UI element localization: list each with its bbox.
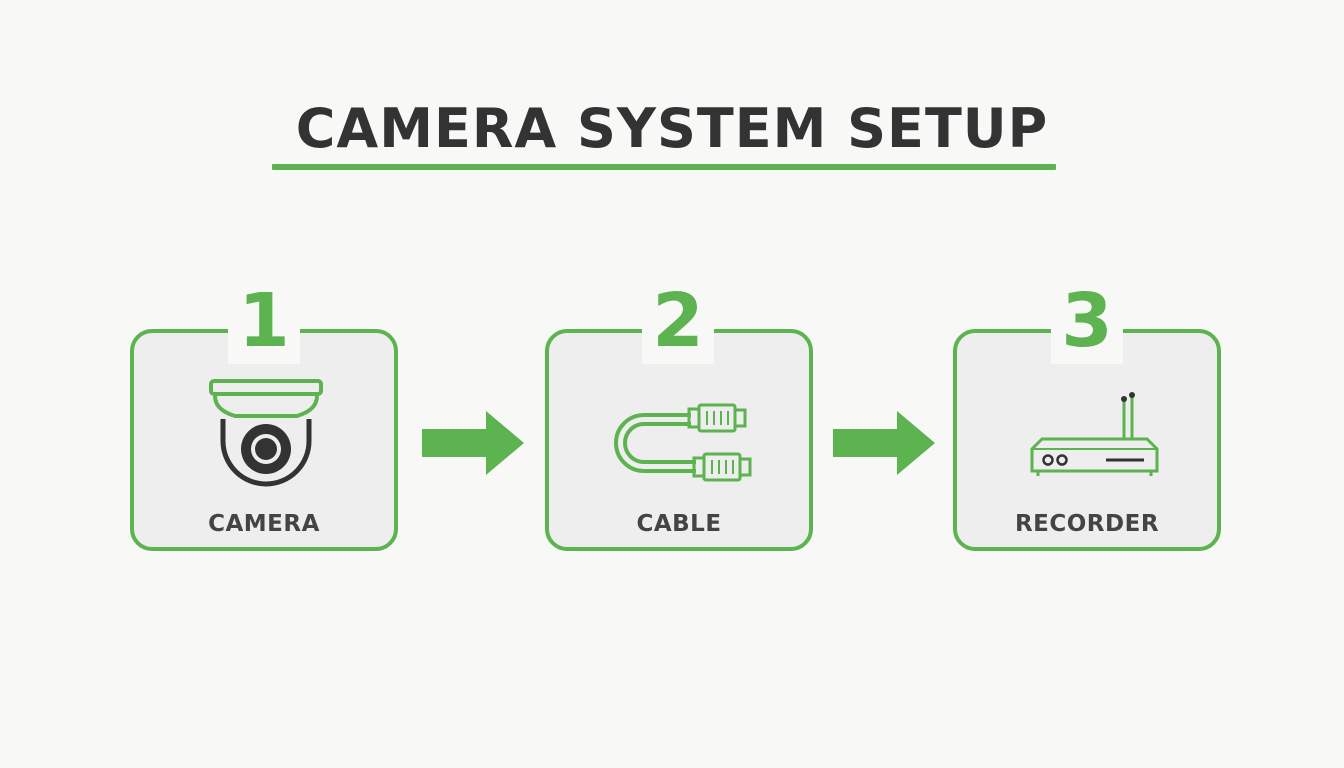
step-number-2: 2 <box>642 278 714 364</box>
step-number-1: 1 <box>228 278 300 364</box>
dome-camera-icon <box>209 379 323 487</box>
recorder-box-icon <box>1030 392 1159 476</box>
page-title: CAMERA SYSTEM SETUP <box>295 97 1049 160</box>
step-label-camera: CAMERA <box>208 511 320 537</box>
step-card-camera: CAMERA <box>130 329 398 551</box>
step-label-recorder: RECORDER <box>1014 511 1160 537</box>
title-underline <box>272 164 1056 170</box>
step-number-3: 3 <box>1051 278 1123 364</box>
step-label-cable: CABLE <box>636 511 722 537</box>
arrow-right-icon <box>833 411 935 475</box>
step-card-recorder: RECORDER <box>953 329 1221 551</box>
ethernet-cable-icon <box>614 403 752 482</box>
arrow-right-icon <box>422 411 524 475</box>
step-card-cable: CABLE <box>545 329 813 551</box>
